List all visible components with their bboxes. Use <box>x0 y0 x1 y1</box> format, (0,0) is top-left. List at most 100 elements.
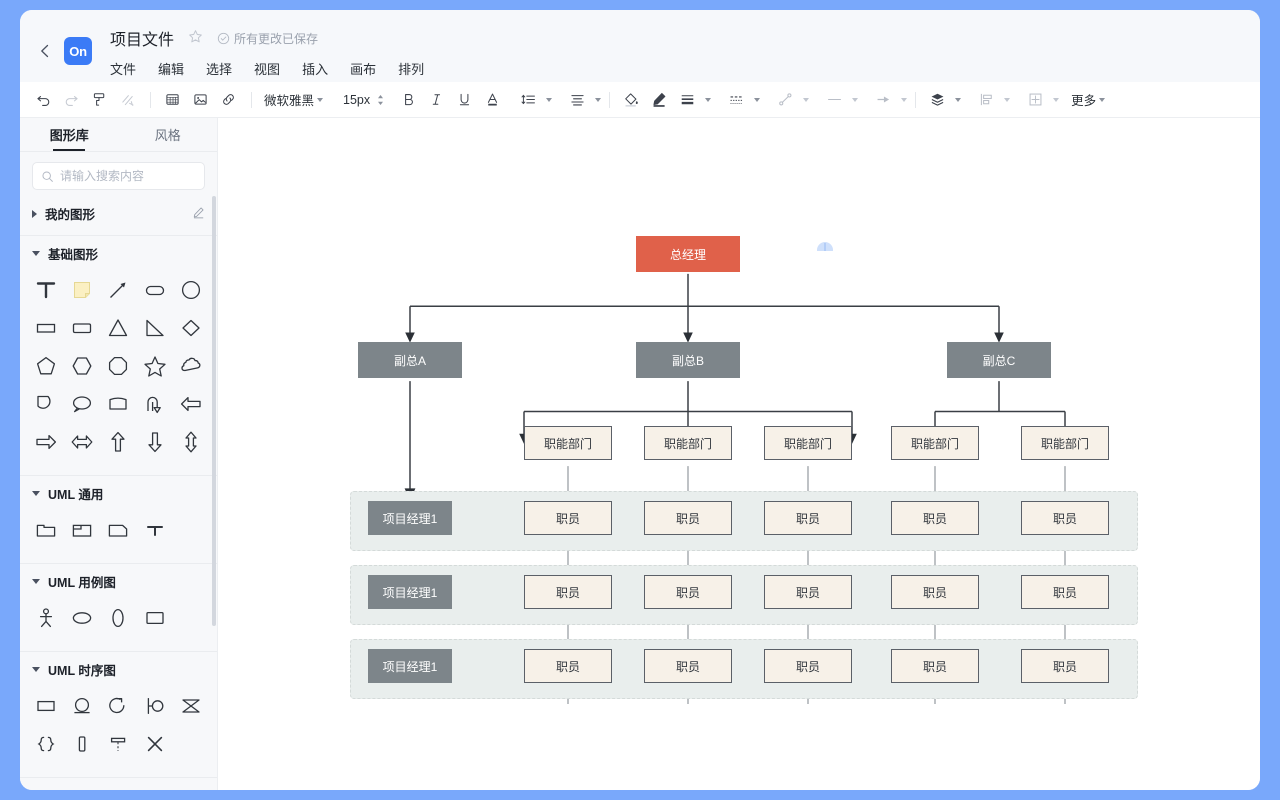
shape-note-icon[interactable] <box>64 273 100 307</box>
chevron-down-icon[interactable] <box>546 97 553 102</box>
node-department[interactable]: 职能部门 <box>764 426 852 460</box>
clear-format-button[interactable] <box>114 87 140 113</box>
menu-item-view[interactable]: 视图 <box>254 62 281 77</box>
node-project-manager[interactable]: 项目经理1 <box>368 501 452 535</box>
node-project-manager[interactable]: 项目经理1 <box>368 649 452 683</box>
menu-item-file[interactable]: 文件 <box>110 62 137 77</box>
node-staff[interactable]: 职员 <box>524 649 612 683</box>
line-height-button[interactable] <box>515 87 541 113</box>
chevron-down-icon[interactable] <box>1004 97 1011 102</box>
node-staff[interactable]: 职员 <box>644 575 732 609</box>
shape-rect-wide-icon[interactable] <box>64 311 100 345</box>
diagram-canvas[interactable]: 总经理 副总A 副总B 副总C 职能部门 职能部门 职能部门 <box>218 118 1260 790</box>
shape-hourglass-icon[interactable] <box>173 689 209 723</box>
shape-circle-arrow-icon[interactable] <box>100 689 136 723</box>
star-icon[interactable] <box>188 29 203 47</box>
distribute-button[interactable] <box>973 87 999 113</box>
shape-text-icon[interactable] <box>28 273 64 307</box>
shape-activation-bar-icon[interactable] <box>64 727 100 761</box>
shape-card-icon[interactable] <box>100 387 136 421</box>
bold-button[interactable] <box>395 87 421 113</box>
shape-left-right-arrow-icon[interactable] <box>64 425 100 459</box>
shape-teardrop-icon[interactable] <box>28 387 64 421</box>
chevron-down-icon[interactable] <box>901 97 908 102</box>
shape-up-down-arrow-icon[interactable] <box>173 425 209 459</box>
node-vp-c[interactable]: 副总C <box>947 342 1051 378</box>
node-vp-b[interactable]: 副总B <box>636 342 740 378</box>
group-header-my-shapes[interactable]: 我的图形 <box>20 196 217 229</box>
italic-button[interactable] <box>423 87 449 113</box>
chevron-down-icon[interactable] <box>955 97 962 102</box>
shape-down-arrow-icon[interactable] <box>137 425 173 459</box>
border-weight-button[interactable] <box>674 87 700 113</box>
text-align-button[interactable] <box>564 87 590 113</box>
node-staff[interactable]: 职员 <box>524 501 612 535</box>
tab-style[interactable]: 风格 <box>154 128 181 143</box>
shape-star-icon[interactable] <box>137 349 173 383</box>
frame-button[interactable] <box>1022 87 1048 113</box>
shape-hexagon-icon[interactable] <box>64 349 100 383</box>
format-painter-button[interactable] <box>86 87 112 113</box>
node-staff[interactable]: 职员 <box>764 649 852 683</box>
node-staff[interactable]: 职员 <box>644 501 732 535</box>
pen-color-button[interactable] <box>646 87 672 113</box>
fill-color-button[interactable] <box>618 87 644 113</box>
shape-boundary-rect-icon[interactable] <box>137 601 173 635</box>
shape-actor-icon[interactable] <box>28 601 64 635</box>
table-button[interactable] <box>159 87 185 113</box>
node-staff[interactable]: 职员 <box>891 649 979 683</box>
node-vp-a[interactable]: 副总A <box>358 342 462 378</box>
shape-lifeline-rect-icon[interactable] <box>28 689 64 723</box>
shape-port-circle-icon[interactable] <box>137 689 173 723</box>
node-staff[interactable]: 职员 <box>891 501 979 535</box>
shape-octagon-icon[interactable] <box>100 349 136 383</box>
shape-circle-line-icon[interactable] <box>64 689 100 723</box>
chevron-down-icon[interactable] <box>705 97 712 102</box>
shape-x-cross-icon[interactable] <box>137 727 173 761</box>
shape-folder-tab-icon[interactable] <box>64 513 100 547</box>
shape-u-turn-arrow-icon[interactable] <box>137 387 173 421</box>
shape-braces-icon[interactable] <box>28 727 64 761</box>
menu-item-insert[interactable]: 插入 <box>302 62 329 77</box>
node-staff[interactable]: 职员 <box>764 501 852 535</box>
node-staff[interactable]: 职员 <box>891 575 979 609</box>
group-header-uml-class[interactable]: UML 类图 <box>20 778 217 790</box>
node-department[interactable]: 职能部门 <box>891 426 979 460</box>
shape-right-arrow-icon[interactable] <box>28 425 64 459</box>
shape-circle-icon[interactable] <box>173 273 209 307</box>
group-header-basic-shapes[interactable]: 基础图形 <box>20 236 217 269</box>
menu-item-arrange[interactable]: 排列 <box>398 62 425 77</box>
group-header-uml-sequence[interactable]: UML 时序图 <box>20 652 217 685</box>
node-staff[interactable]: 职员 <box>1021 501 1109 535</box>
search-box[interactable] <box>32 162 205 190</box>
back-button[interactable] <box>28 34 62 68</box>
tab-shape-library[interactable]: 图形库 <box>20 118 119 151</box>
shape-right-triangle-icon[interactable] <box>137 311 173 345</box>
menu-item-canvas[interactable]: 画布 <box>350 62 377 77</box>
shape-usecase-ellipse-icon[interactable] <box>64 601 100 635</box>
shape-folder-icon[interactable] <box>100 513 136 547</box>
menu-item-edit[interactable]: 编辑 <box>158 62 185 77</box>
menu-item-select[interactable]: 选择 <box>206 62 233 77</box>
node-department[interactable]: 职能部门 <box>1021 426 1109 460</box>
node-project-manager[interactable]: 项目经理1 <box>368 575 452 609</box>
font-family-select[interactable]: 微软雅黑 <box>260 90 327 109</box>
shape-pentagon-icon[interactable] <box>28 349 64 383</box>
group-header-uml-common[interactable]: UML 通用 <box>20 476 217 509</box>
image-button[interactable] <box>187 87 213 113</box>
shape-left-arrow-icon[interactable] <box>173 387 209 421</box>
chevron-down-icon[interactable] <box>595 97 602 102</box>
redo-button[interactable] <box>58 87 84 113</box>
font-size-stepper[interactable]: 15px <box>343 93 385 107</box>
shape-up-arrow-icon[interactable] <box>100 425 136 459</box>
node-department[interactable]: 职能部门 <box>644 426 732 460</box>
more-button[interactable]: 更多 <box>1071 90 1106 109</box>
chevron-down-icon[interactable] <box>852 97 859 102</box>
undo-button[interactable] <box>30 87 56 113</box>
node-staff[interactable]: 职员 <box>1021 575 1109 609</box>
line-start-button[interactable] <box>821 87 847 113</box>
chevron-down-icon[interactable] <box>754 97 761 102</box>
swimlane[interactable] <box>350 565 1138 625</box>
border-style-button[interactable] <box>723 87 749 113</box>
node-ceo[interactable]: 总经理 <box>636 236 740 272</box>
